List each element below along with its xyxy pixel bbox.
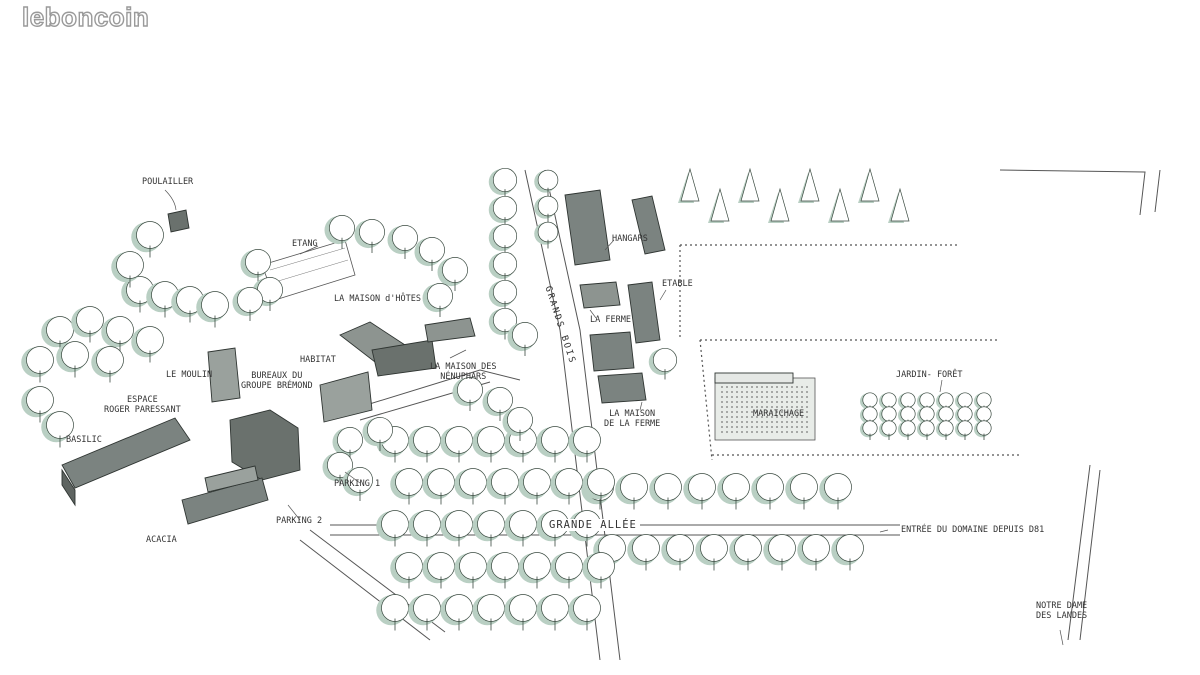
fences: [679, 244, 1020, 461]
label-basilic: BASILIC: [66, 435, 102, 445]
label-notre-dame: NOTRE DAME DES LANDES: [1036, 601, 1088, 621]
trees: [21, 167, 992, 631]
label-grande-allee: GRANDE ALLÉE: [546, 519, 640, 532]
label-parking-1: PARKING 1: [334, 479, 381, 489]
conifers: [678, 167, 910, 223]
label-espace: ESPACE ROGER PARESSANT: [104, 395, 181, 415]
label-habitat: HABITAT: [300, 355, 336, 365]
label-la-ferme: LA FERME: [590, 315, 631, 325]
leboncoin-logo: leboncoin: [21, 1, 150, 32]
buildings: [61, 189, 794, 525]
label-maraichage: MARAICHAGE: [753, 409, 805, 419]
label-entree: ENTRÉE DU DOMAINE DEPUIS D81: [901, 525, 1045, 535]
label-acacia: ACACIA: [146, 535, 177, 545]
label-etable: ETABLE: [662, 279, 693, 289]
label-maison-ferme: LA MAISON DE LA FERME: [604, 409, 661, 429]
label-parking-2: PARKING 2: [276, 516, 323, 526]
label-maison-nenuphars: LA MAISON DES NÉNUPHARS: [430, 362, 497, 382]
label-maison-hotes: LA MAISON d'HÔTES: [334, 294, 421, 304]
label-hangars: HANGARS: [612, 234, 648, 244]
label-leaders: [164, 189, 1064, 646]
label-moulin: LE MOULIN: [166, 370, 213, 380]
label-jardin-foret: JARDIN- FORÊT: [896, 370, 963, 380]
label-etang: ETANG: [292, 239, 318, 249]
label-bureaux: BUREAUX DU GROUPE BRÉMOND: [241, 371, 313, 391]
label-poulailler: POULAILLER: [142, 177, 194, 187]
maraichage-field: [714, 377, 816, 441]
